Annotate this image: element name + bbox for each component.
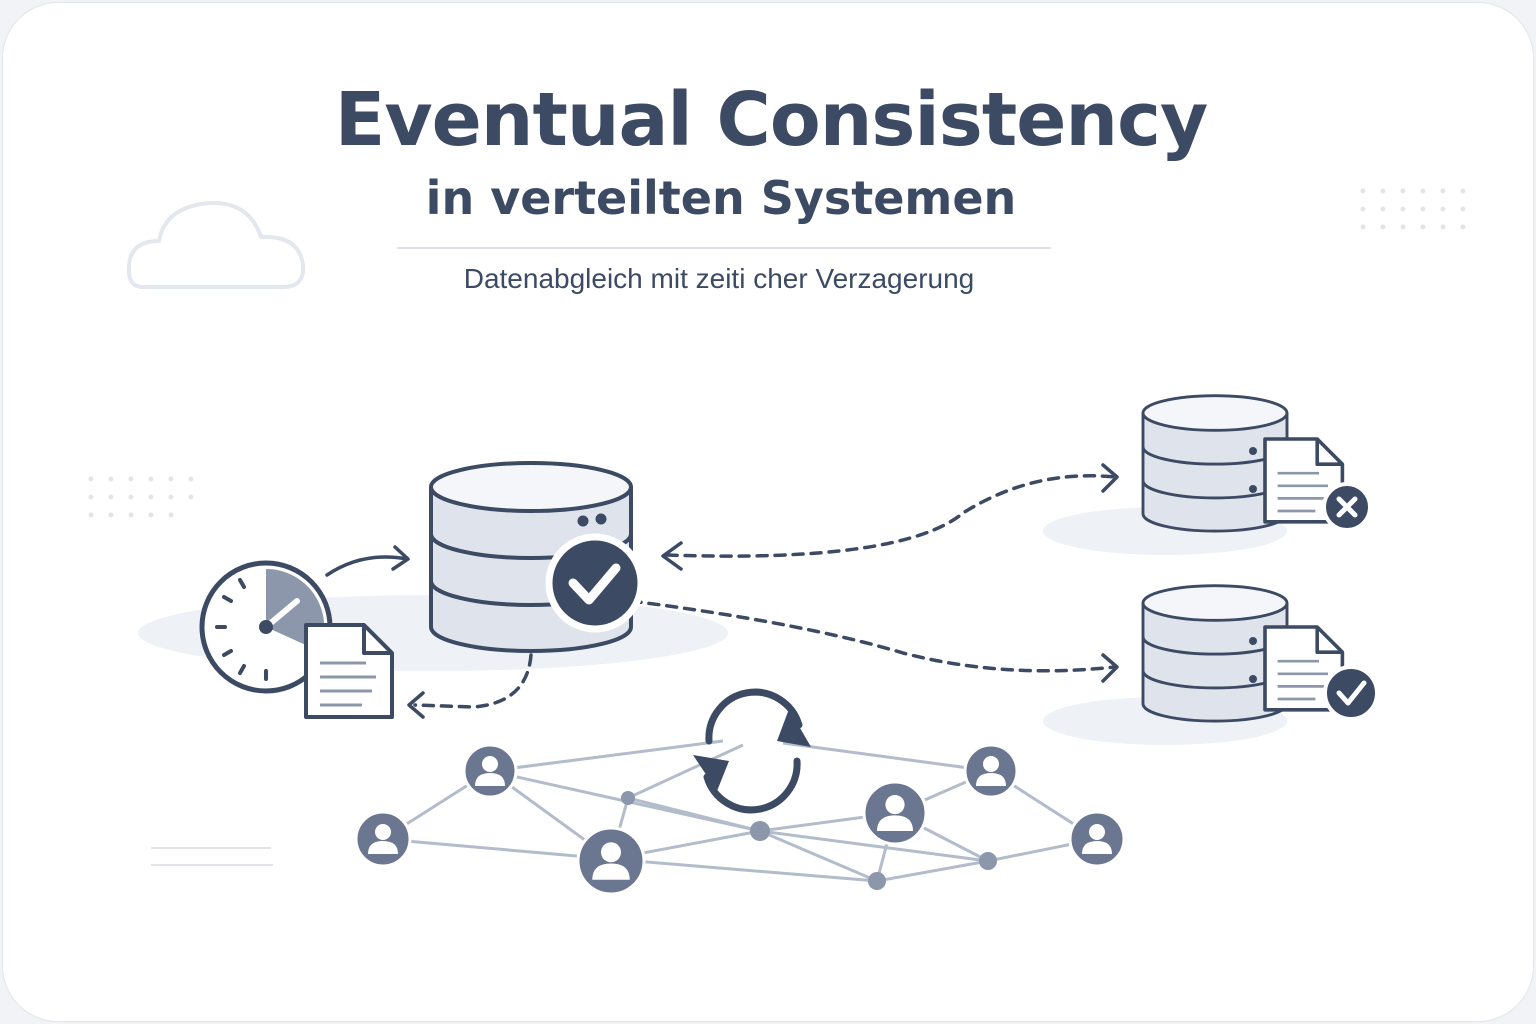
user-node — [963, 743, 1019, 799]
user-node — [1068, 810, 1126, 868]
document-icon — [304, 623, 394, 719]
line-decoration — [151, 847, 273, 866]
eventual-consistency-diagram — [88, 188, 1466, 896]
database-document-check-icon — [1141, 584, 1379, 723]
user-node — [862, 780, 928, 846]
user-node — [354, 810, 412, 868]
database-document-x-icon — [1141, 394, 1372, 533]
cloud-icon — [126, 200, 306, 289]
user-node — [576, 826, 646, 896]
connection-arrows — [325, 463, 1119, 719]
page-tagline: Datenabgleich mit zeiti cher Verzagerung — [463, 263, 975, 294]
sync-arrows-icon — [693, 688, 811, 814]
dot-grid-decoration — [88, 188, 1466, 518]
database-check-icon — [429, 461, 645, 653]
page-title: Eventual Consistency — [334, 77, 1208, 163]
network-junctions — [621, 791, 997, 890]
user-node — [462, 743, 518, 799]
page-subtitle: in verteilten Systemen — [425, 171, 1017, 225]
title-divider — [397, 247, 1051, 249]
